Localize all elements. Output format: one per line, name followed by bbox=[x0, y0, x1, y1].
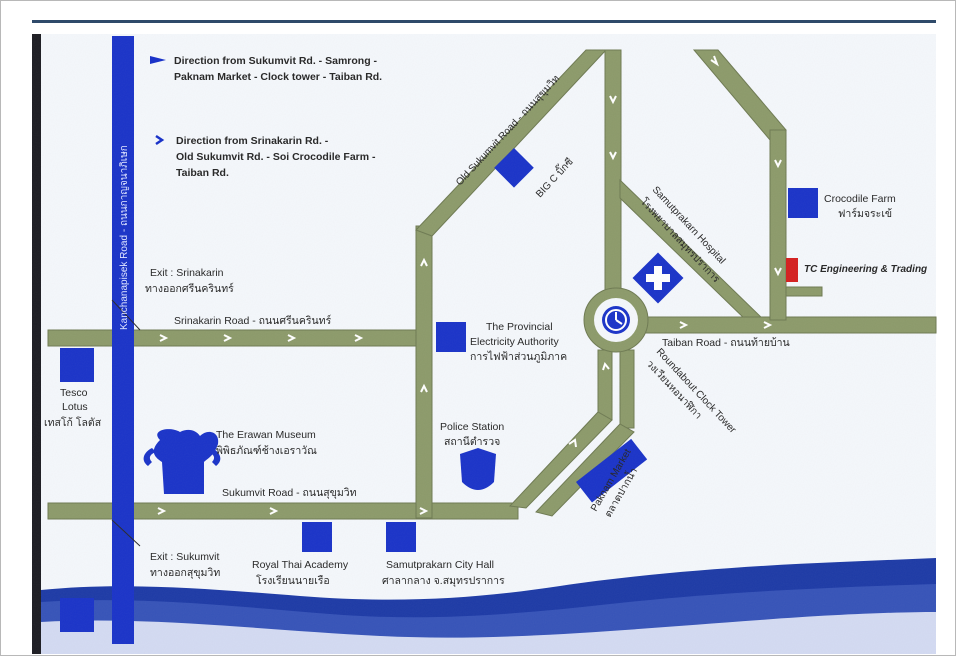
header-rule bbox=[32, 20, 936, 23]
crocodile-farm-label-th: ฟาร์มจระเข้ bbox=[838, 207, 892, 220]
taiban-road-label: Taiban Road - ถนนท้ายบ้าน bbox=[662, 337, 790, 349]
tesco-label-th: เทสโก้ โลตัส bbox=[44, 416, 102, 429]
tesco-label-2: Lotus bbox=[62, 401, 88, 413]
exit-srinakarin-en: Exit : Srinakarin bbox=[150, 267, 224, 279]
erawan-label: The Erawan Museum bbox=[216, 429, 316, 441]
srinakarin-road-label: Srinakarin Road - ถนนศรีนครินทร์ bbox=[174, 314, 332, 327]
legend-arrow-icon bbox=[150, 56, 166, 64]
tc-engineering-label: TC Engineering & Trading bbox=[804, 264, 927, 275]
city-hall-label-th: ศาลากลาง จ.สมุทรปราการ bbox=[382, 575, 505, 587]
legend-line-2: Paknam Market - Clock tower - Taiban Rd. bbox=[174, 71, 382, 83]
tesco-label-1: Tesco bbox=[60, 387, 88, 399]
legend: Direction from Sukumvit Rd. - Samrong - … bbox=[150, 55, 382, 179]
legend-line-3: Direction from Srinakarin Rd. - bbox=[176, 135, 329, 147]
pea-label-1: The Provincial bbox=[486, 321, 553, 333]
legend-line-5: Taiban Rd. bbox=[176, 167, 229, 179]
pea-label-th: การไฟฟ้าส่วนภูมิภาค bbox=[470, 350, 567, 363]
exit-sukumvit-en: Exit : Sukumvit bbox=[150, 551, 220, 563]
royal-academy-label-th: โรงเรียนนายเรือ bbox=[256, 574, 330, 587]
erawan-label-th: พิพิธภัณฑ์ช้างเอราวัณ bbox=[216, 444, 317, 457]
legend-line-1: Direction from Sukumvit Rd. - Samrong - bbox=[174, 55, 378, 67]
exit-srinakarin-th: ทางออกศรีนครินทร์ bbox=[145, 282, 234, 295]
paper-grain bbox=[32, 34, 936, 654]
pea-label-2: Electricity Authority bbox=[470, 336, 559, 348]
legend-chevron-icon bbox=[155, 134, 165, 146]
police-label: Police Station bbox=[440, 421, 504, 433]
royal-academy-label: Royal Thai Academy bbox=[252, 559, 349, 571]
exit-sukumvit-th: ทางออกสุขุมวิท bbox=[150, 567, 220, 579]
legend-line-4: Old Sukumvit Rd. - Soi Crocodile Farm - bbox=[176, 151, 376, 163]
sukumvit-road-label: Sukumvit Road - ถนนสุขุมวิท bbox=[222, 487, 357, 499]
crocodile-farm-label: Crocodile Farm bbox=[824, 193, 896, 205]
kanchanapisek-label: Kanchanapisek Road - ถนนกาญจนาภิเษก bbox=[119, 145, 130, 330]
city-hall-label: Samutprakarn City Hall bbox=[386, 559, 494, 571]
police-label-th: สถานีตำรวจ bbox=[444, 435, 500, 448]
